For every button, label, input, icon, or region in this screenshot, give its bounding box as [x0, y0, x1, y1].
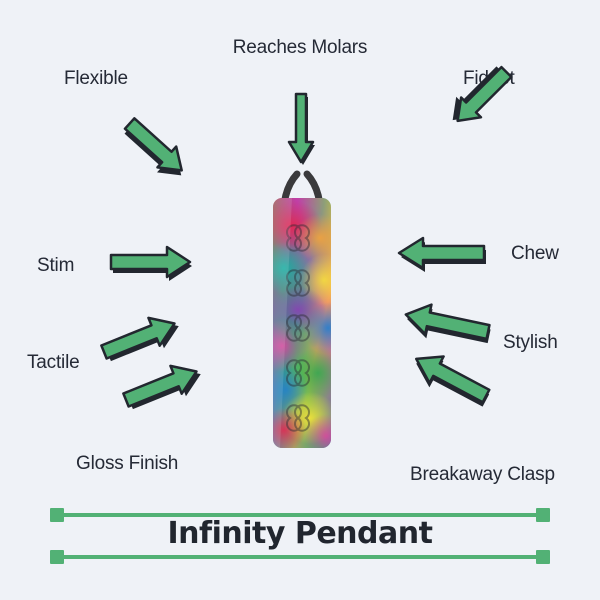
- title-block: Infinity Pendant: [50, 500, 550, 570]
- title-rule-bottom: [50, 550, 550, 564]
- feature-label-reaches-molars: Reaches Molars: [232, 37, 368, 58]
- rule-cap-left: [50, 508, 64, 522]
- rule-cap-right: [536, 550, 550, 564]
- feature-label-stim: Stim: [37, 255, 75, 276]
- product-title: Infinity Pendant: [167, 516, 433, 551]
- arrow-breakaway-clasp: [414, 355, 491, 407]
- feature-label-flexible: Flexible: [64, 68, 128, 89]
- rule-line: [58, 555, 542, 559]
- product-image: [240, 168, 364, 458]
- arrow-stylish: [404, 303, 491, 344]
- feature-label-stylish: Stylish: [503, 332, 558, 353]
- arrow-stim: [109, 245, 192, 281]
- feature-label-chew: Chew: [511, 243, 559, 264]
- feature-label-breakaway-clasp: Breakaway Clasp: [410, 464, 555, 485]
- pendant-illustration: [273, 170, 331, 448]
- arrow-tactile: [100, 316, 179, 362]
- title-rule-top: [50, 508, 550, 522]
- arrow-fidget: [452, 65, 513, 123]
- rule-cap-left: [50, 550, 64, 564]
- rule-line: [58, 513, 542, 517]
- rule-cap-right: [536, 508, 550, 522]
- arrow-flexible: [123, 117, 183, 176]
- arrow-gloss-finish: [122, 364, 201, 410]
- arrow-reaches-molars: [287, 92, 315, 165]
- feature-label-tactile: Tactile: [27, 352, 80, 373]
- pendant-body: [273, 198, 331, 448]
- arrow-chew: [397, 236, 486, 272]
- feature-label-gloss-finish: Gloss Finish: [76, 453, 179, 474]
